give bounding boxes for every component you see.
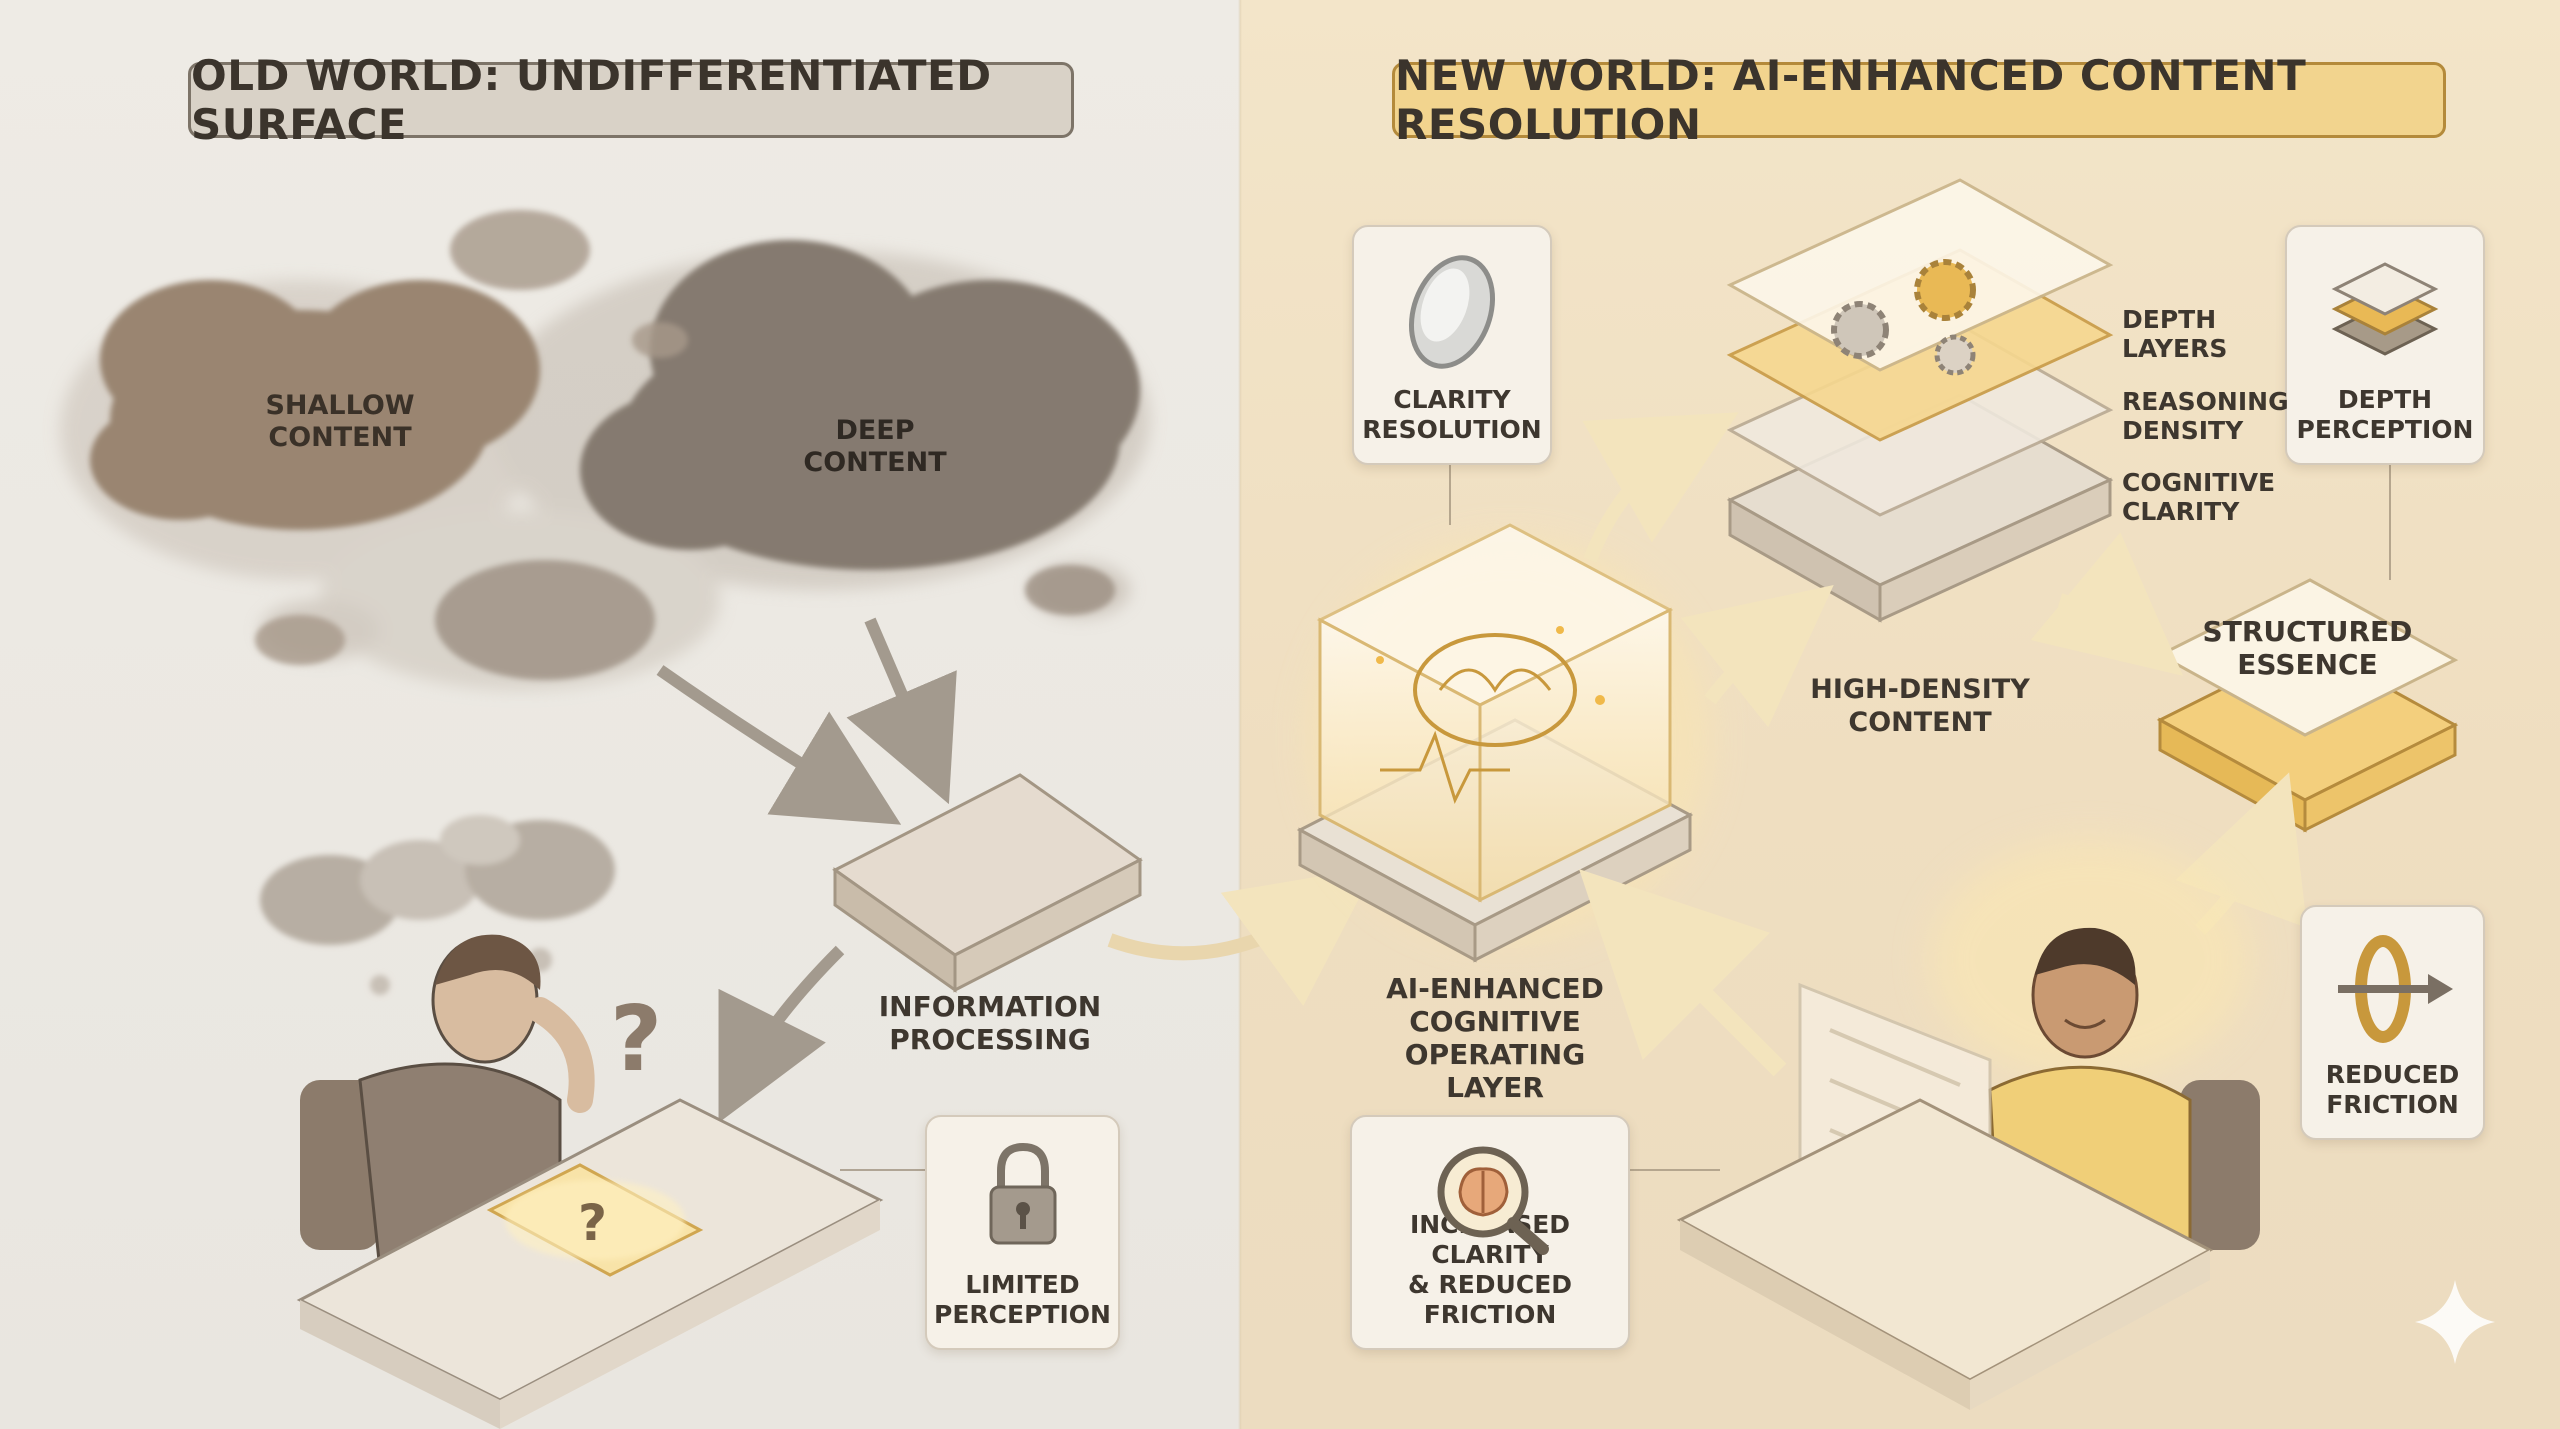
limited-perception-card: LIMITED PERCEPTION [925,1115,1120,1350]
desk-right [1676,1098,2214,1410]
question-mark-symbol: ? [610,987,662,1092]
thought-clouds [260,815,615,995]
information-processing-label: INFORMATION PROCESSING [878,990,1102,1056]
depth-perception-label: DEPTH PERCEPTION [2296,385,2474,444]
arrow-stack-to-essence [2030,532,2184,676]
arrow-shallow-to-processing [656,665,902,825]
panel-divider [1238,0,1242,1429]
glowing-tablet: ? [486,1163,704,1277]
gear-icon [1914,259,1976,321]
ring-arrow-icon [2337,935,2453,1043]
gear-icon-small [1831,301,1889,359]
depth-perception-card: DEPTH PERCEPTION [2285,225,2485,465]
arrow-processing-to-person [718,945,845,1123]
clarity-resolution-label: CLARITY RESOLUTION [1362,385,1542,444]
cloud-small [255,210,1115,680]
limited-perception-label: LIMITED PERCEPTION [934,1270,1111,1329]
deep-content-label: DEEP CONTENT [803,415,947,478]
content-layer-stack [1726,178,2114,623]
cognitive-clarity-label: COGNITIVE CLARITY [2122,468,2276,526]
ai-layer-label: AI-ENHANCED COGNITIVE OPERATING LAYER [1386,972,1604,1104]
arrow-deep-to-processing [846,617,957,805]
reduced-friction-label: REDUCED FRICTION [2325,1060,2460,1119]
structured-essence-label: STRUCTURED ESSENCE [2202,615,2413,681]
increased-clarity-card: INCREASED CLARITY & REDUCED FRICTION [1350,1115,1630,1350]
arrow-person-to-cube [1579,869,1787,1077]
arrow-cube-to-stack-upper [1582,412,1739,563]
cloud-shallow [90,280,540,530]
gear-icon-tiny [1934,334,1976,376]
reduced-friction-card: REDUCED FRICTION [2300,905,2485,1140]
svg-text:?: ? [578,1194,607,1252]
reasoning-density-label: REASONING DENSITY [2122,387,2289,445]
high-density-content-label: HIGH-DENSITY CONTENT [1810,674,2030,738]
information-processing-tile [832,773,1143,993]
arrow-cube-to-stack-lower [1680,585,1834,728]
depth-layers-label: DEPTH LAYERS [2122,305,2228,363]
stacked-layers-icon [2331,262,2439,356]
padlock-icon [989,1142,1056,1245]
clarity-resolution-card: CLARITY RESOLUTION [1352,225,1552,465]
lens-icon [1408,255,1496,369]
brain-magnifier-icon [1437,1146,1549,1255]
arrow-processing-to-ai-layer [1107,867,1376,1007]
cloud-deep [580,240,1140,570]
layer-depth [1726,178,2114,376]
new-world-title: NEW WORLD: AI-ENHANCED CONTENT RESOLUTIO… [1392,51,2446,149]
shallow-content-label: SHALLOW CONTENT [265,390,415,453]
increased-clarity-label: INCREASED CLARITY & REDUCED FRICTION [1407,1210,1573,1329]
ai-cube [1296,523,1694,963]
sparkle-icon [2415,1280,2495,1364]
old-world-title: OLD WORLD: UNDIFFERENTIATED SURFACE [188,51,1074,149]
